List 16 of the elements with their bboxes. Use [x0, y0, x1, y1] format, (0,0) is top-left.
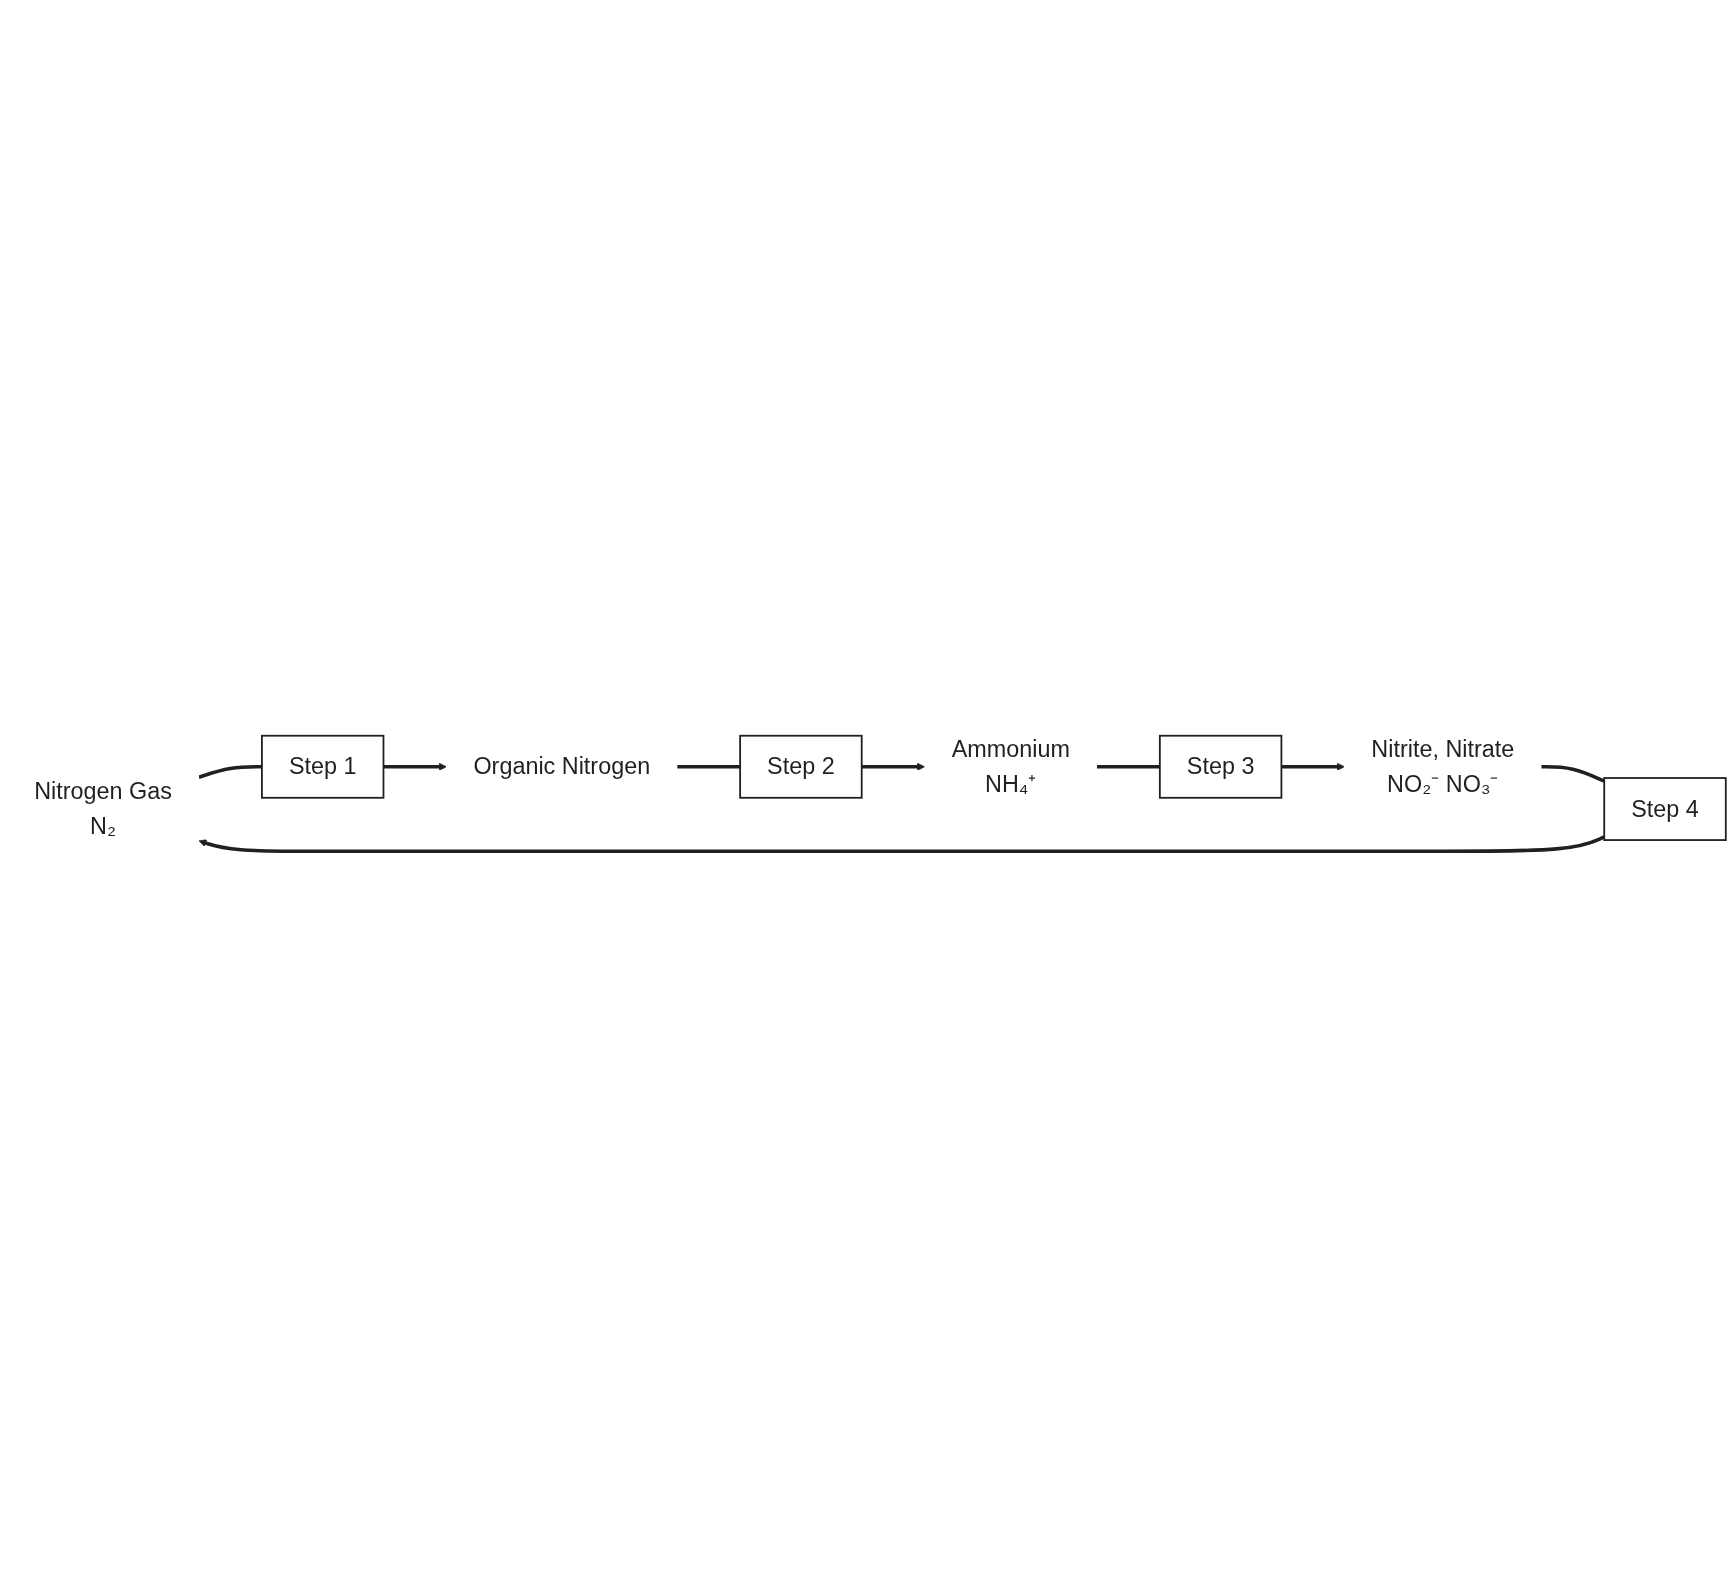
arrow: [861, 762, 925, 771]
connector: [1541, 764, 1605, 783]
connector: [677, 764, 741, 769]
node-box: Step 4: [1603, 776, 1727, 841]
node-text: Ammonium NH₄⁺: [951, 734, 1070, 797]
node-text: Nitrogen Gas N₂: [34, 777, 172, 840]
node-box: Step 2: [739, 734, 863, 799]
arrow: [1281, 762, 1345, 771]
arrow: [383, 762, 447, 771]
connector: [198, 764, 262, 779]
node-box: Step 3: [1158, 734, 1283, 799]
connector: [1096, 764, 1160, 769]
arrow: [198, 834, 1605, 853]
node-text: Organic Nitrogen: [473, 752, 651, 780]
node-text: Nitrite, Nitrate NO₂⁻ NO₃⁻: [1371, 734, 1515, 797]
node-box: Step 1: [261, 734, 385, 799]
